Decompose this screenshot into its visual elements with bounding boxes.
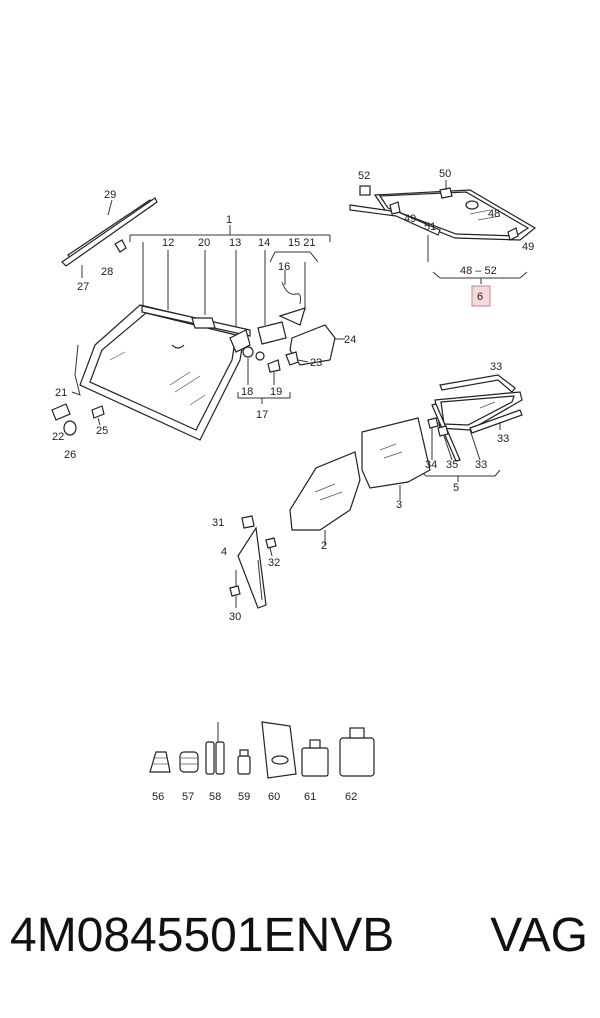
callout-56: 56 — [152, 791, 164, 803]
clip-49a — [389, 201, 401, 215]
consumable-61 — [301, 739, 329, 777]
clip-23 — [285, 351, 299, 366]
callout-21: 21 — [55, 387, 67, 399]
callout-16: 16 — [278, 261, 290, 273]
mirror-base — [191, 317, 216, 329]
trim-cover-24 — [289, 324, 336, 366]
callout-27: 27 — [77, 281, 89, 293]
clip-52 — [359, 185, 371, 196]
highlight-part-6 — [471, 285, 491, 307]
callout-34: 34 — [425, 459, 437, 471]
seal-33-top — [439, 374, 516, 393]
trim-strip-27 — [61, 197, 158, 267]
rear-door-glass — [361, 417, 431, 500]
clip-31 — [241, 515, 255, 529]
callout-26: 26 — [64, 449, 76, 461]
consumable-58 — [205, 722, 225, 775]
callout-1: 1 — [226, 214, 232, 226]
callout-13: 13 — [229, 237, 241, 249]
callout-14: 14 — [258, 237, 270, 249]
callout-18: 18 — [241, 386, 253, 398]
callout-51: 51 — [424, 221, 436, 233]
callout-49b: 49 — [522, 241, 534, 253]
callout-12: 12 — [162, 237, 174, 249]
windshield-glass — [79, 304, 246, 441]
callout-59: 59 — [238, 791, 250, 803]
clip-28 — [114, 239, 127, 253]
callout-25: 25 — [96, 425, 108, 437]
consumable-57 — [179, 751, 199, 773]
callout-32: 32 — [268, 557, 280, 569]
washer-26 — [63, 420, 77, 436]
callout-60: 60 — [268, 791, 280, 803]
callout-5: 5 — [453, 482, 459, 494]
callout-6: 6 — [477, 291, 483, 303]
callout-62: 62 — [345, 791, 357, 803]
callout-58: 58 — [209, 791, 221, 803]
callout-48-52: 48 – 52 — [460, 265, 497, 277]
callout-24: 24 — [344, 334, 356, 346]
callout-31: 31 — [212, 517, 224, 529]
wire-21 — [71, 344, 81, 396]
callout-23: 23 — [310, 357, 322, 369]
callout-22: 22 — [52, 431, 64, 443]
sensor-housing — [257, 321, 287, 345]
callout-17: 17 — [256, 409, 268, 421]
clip-49b — [507, 227, 519, 241]
callout-30: 30 — [229, 611, 241, 623]
cap-48 — [465, 200, 479, 210]
callout-35: 35 — [446, 459, 458, 471]
callout-4: 4 — [221, 546, 227, 558]
cover-15 — [278, 307, 306, 326]
consumable-60 — [261, 721, 297, 779]
group-bracket-1 — [129, 225, 331, 330]
rain-sensor — [229, 329, 251, 353]
callout-50: 50 — [439, 168, 451, 180]
clip-34 — [427, 417, 439, 429]
quarter-glass-4 — [237, 526, 267, 609]
clip-19 — [267, 359, 281, 373]
bushing-22 — [51, 403, 71, 421]
screw-32 — [265, 537, 277, 549]
brand-label: VAG — [490, 909, 588, 962]
callout-49a: 49 — [404, 213, 416, 225]
callout-48: 48 — [488, 208, 500, 220]
part-number: 4M0845501ENVB — [10, 909, 395, 962]
callout-52: 52 — [358, 170, 370, 182]
cable-16 — [281, 281, 301, 305]
group-bracket-17 — [237, 392, 291, 404]
callout-33b: 33 — [497, 433, 509, 445]
clip-35 — [437, 425, 449, 437]
group-bracket-5 — [419, 469, 501, 482]
screw-30 — [229, 585, 241, 597]
consumable-62 — [339, 727, 375, 777]
callout-33a: 33 — [490, 361, 502, 373]
callout-57: 57 — [182, 791, 194, 803]
consumable-59 — [237, 749, 251, 775]
callout-3: 3 — [396, 499, 402, 511]
callout-28: 28 — [101, 266, 113, 278]
seal-33-right — [469, 409, 523, 434]
group-bracket-48-52 — [432, 271, 528, 284]
front-door-glass — [289, 451, 361, 545]
callout-61: 61 — [304, 791, 316, 803]
group-bracket-15-21 — [269, 251, 319, 310]
clip-18a — [242, 346, 254, 358]
clip-18b — [255, 351, 265, 361]
callout-15-21: 15 21 — [288, 237, 316, 249]
callout-2: 2 — [321, 540, 327, 552]
consumable-56 — [149, 751, 171, 773]
callout-33c: 33 — [475, 459, 487, 471]
callout-20: 20 — [198, 237, 210, 249]
callout-19: 19 — [270, 386, 282, 398]
clip-50 — [439, 187, 453, 199]
bolt-25 — [91, 405, 105, 419]
rear-quarter-window — [434, 391, 523, 431]
callout-29: 29 — [104, 189, 116, 201]
